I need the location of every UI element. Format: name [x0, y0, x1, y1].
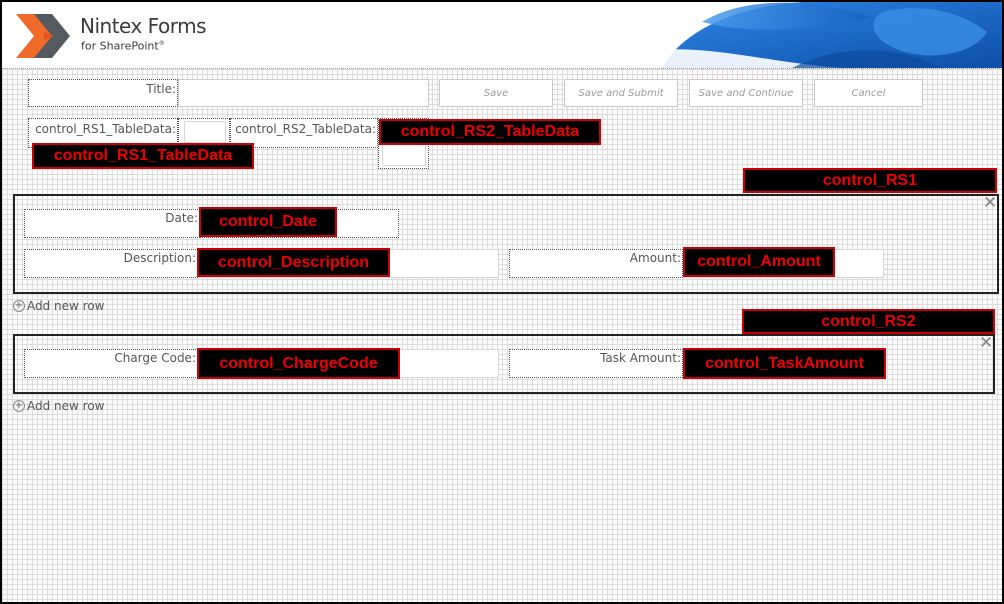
amount-label-cell	[509, 249, 683, 278]
rs1-tabledata-input[interactable]	[184, 121, 226, 143]
amount-label: Amount:	[629, 251, 681, 265]
title-label: Title:	[146, 82, 176, 96]
save-and-submit-button[interactable]: Save and Submit	[564, 79, 678, 107]
title-input[interactable]	[178, 79, 429, 107]
brand-line-2: for SharePoint	[81, 39, 159, 53]
nintex-logo-icon	[16, 14, 70, 58]
save-and-continue-button[interactable]: Save and Continue	[689, 79, 803, 107]
task-amount-label-cell	[509, 349, 683, 378]
rs1-tabledata-label: control_RS1_TableData:	[35, 122, 176, 136]
task-amount-label: Task Amount:	[600, 351, 681, 365]
description-label-cell	[24, 249, 198, 278]
repeating-section-rs1	[13, 194, 999, 294]
task-amount-tag: control_TaskAmount	[683, 348, 886, 379]
save-button[interactable]: Save	[439, 79, 553, 107]
rs2-add-new-row[interactable]: + Add new row	[13, 399, 105, 413]
close-icon[interactable]: ✕	[979, 333, 994, 353]
rs1-tabledata-tag: control_RS1_TableData	[32, 143, 254, 169]
rs2-add-new-row-label: Add new row	[27, 399, 105, 413]
cancel-button[interactable]: Cancel	[814, 79, 923, 107]
date-label: Date:	[165, 211, 198, 225]
amount-tag: control_Amount	[683, 247, 835, 277]
add-row-icon: +	[13, 400, 25, 412]
description-tag: control_Description	[197, 248, 390, 277]
charge-code-label: Charge Code:	[114, 351, 196, 365]
rs2-tabledata-tag: control_RS2_TableData	[379, 119, 601, 145]
brand-name: Nintex Forms for SharePoint®	[80, 15, 206, 53]
brand-line-1: Nintex Forms	[80, 14, 206, 38]
rs1-tag: control_RS1	[743, 168, 997, 193]
repeating-section-rs2	[13, 334, 995, 394]
description-label: Description:	[123, 251, 196, 265]
date-label-cell	[24, 209, 200, 238]
add-row-icon: +	[13, 300, 25, 312]
rs2-tabledata-label-cell	[230, 118, 378, 148]
rs2-tabledata-input[interactable]	[382, 144, 426, 166]
charge-code-tag: control_ChargeCode	[197, 348, 400, 379]
title-label-cell	[28, 79, 178, 107]
form-header: Nintex Forms for SharePoint®	[2, 2, 1002, 68]
rs2-tabledata-label: control_RS2_TableData:	[235, 122, 376, 136]
close-icon[interactable]: ✕	[983, 193, 998, 213]
charge-code-label-cell	[24, 349, 198, 378]
brand-trademark: ®	[158, 40, 165, 47]
rs1-add-new-row[interactable]: + Add new row	[13, 299, 105, 313]
rs2-tag: control_RS2	[742, 309, 995, 334]
rs1-add-new-row-label: Add new row	[27, 299, 105, 313]
header-banner-graphic	[642, 2, 1002, 68]
date-tag: control_Date	[199, 207, 337, 237]
